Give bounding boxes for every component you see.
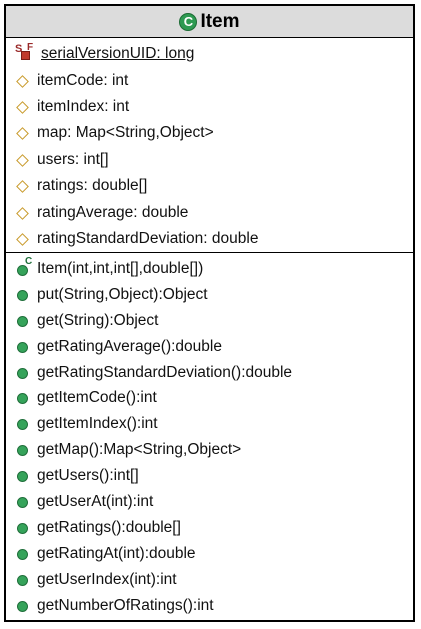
method-label: Item(int,int,int[],double[]) <box>37 259 204 277</box>
method-icon <box>15 494 31 510</box>
field-icon <box>15 125 31 141</box>
method-label: get(String):Object <box>37 311 159 329</box>
field-row: itemIndex: int <box>6 94 413 120</box>
class-header: C Item <box>6 6 413 38</box>
field-row: itemCode: int <box>6 67 413 93</box>
method-icon <box>15 520 31 536</box>
field-icon <box>15 152 31 168</box>
field-row: ratings: double[] <box>6 173 413 199</box>
method-label: getUserIndex(int):int <box>37 570 177 588</box>
field-row: map: Map<String,Object> <box>6 120 413 146</box>
method-label: put(String,Object):Object <box>37 285 208 303</box>
method-row: getUserIndex(int):int <box>6 567 413 593</box>
field-label: users: int[] <box>37 150 109 168</box>
method-label: getItemCode():int <box>37 389 157 407</box>
method-label: getUsers():int[] <box>37 467 139 485</box>
method-row: getRatingAverage():double <box>6 334 413 360</box>
method-label: getUserAt(int):int <box>37 492 154 510</box>
method-icon <box>15 468 31 484</box>
field-icon <box>15 231 31 247</box>
method-row: getItemIndex():int <box>6 411 413 437</box>
field-row: ratingAverage: double <box>6 199 413 225</box>
method-icon <box>15 598 31 614</box>
method-label: getRatingAverage():double <box>37 337 222 355</box>
method-label: getRatings():double[] <box>37 518 181 536</box>
method-icon <box>15 390 31 406</box>
method-label: getRatingAt(int):double <box>37 544 196 562</box>
method-row: getRatingAt(int):double <box>6 541 413 567</box>
method-label: getNumberOfRatings():int <box>37 596 214 614</box>
field-label: ratingStandardDeviation: double <box>37 229 259 247</box>
method-row: getRatings():double[] <box>6 515 413 541</box>
field-row: users: int[] <box>6 147 413 173</box>
field-icon <box>15 205 31 221</box>
method-icon <box>15 365 31 381</box>
method-row: getUsers():int[] <box>6 463 413 489</box>
method-icon <box>15 442 31 458</box>
method-row: getItemCode():int <box>6 385 413 411</box>
field-icon <box>15 99 31 115</box>
method-label: getItemIndex():int <box>37 415 158 433</box>
method-row: getRatingStandardDeviation():double <box>6 360 413 386</box>
field-label: map: Map<String,Object> <box>37 124 214 142</box>
method-label: getMap():Map<String,Object> <box>37 441 242 459</box>
class-name: Item <box>200 10 240 32</box>
constructor-icon: C <box>15 256 32 277</box>
field-label: serialVersionUID: long <box>41 45 195 63</box>
field-label: ratingAverage: double <box>37 203 189 221</box>
method-row: getUserAt(int):int <box>6 489 413 515</box>
method-row: getNumberOfRatings():int <box>6 593 413 619</box>
method-icon <box>15 416 31 432</box>
method-icon <box>15 339 31 355</box>
method-icon <box>15 313 31 329</box>
method-label: getRatingStandardDeviation():double <box>37 363 293 381</box>
method-row: put(String,Object):Object <box>6 282 413 308</box>
method-icon <box>15 287 31 303</box>
methods-section: C Item(int,int,int[],double[]) put(Strin… <box>6 253 413 618</box>
field-icon <box>15 178 31 194</box>
method-row: getMap():Map<String,Object> <box>6 437 413 463</box>
field-icon <box>15 73 31 89</box>
class-icon: C <box>179 12 198 31</box>
method-row: C Item(int,int,int[],double[]) <box>6 256 413 282</box>
field-label: ratings: double[] <box>37 177 148 195</box>
field-label: itemIndex: int <box>37 97 130 115</box>
field-label: itemCode: int <box>37 71 129 89</box>
method-row: get(String):Object <box>6 308 413 334</box>
method-icon <box>15 546 31 562</box>
field-row: ratingStandardDeviation: double <box>6 226 413 252</box>
method-icon <box>15 572 31 588</box>
